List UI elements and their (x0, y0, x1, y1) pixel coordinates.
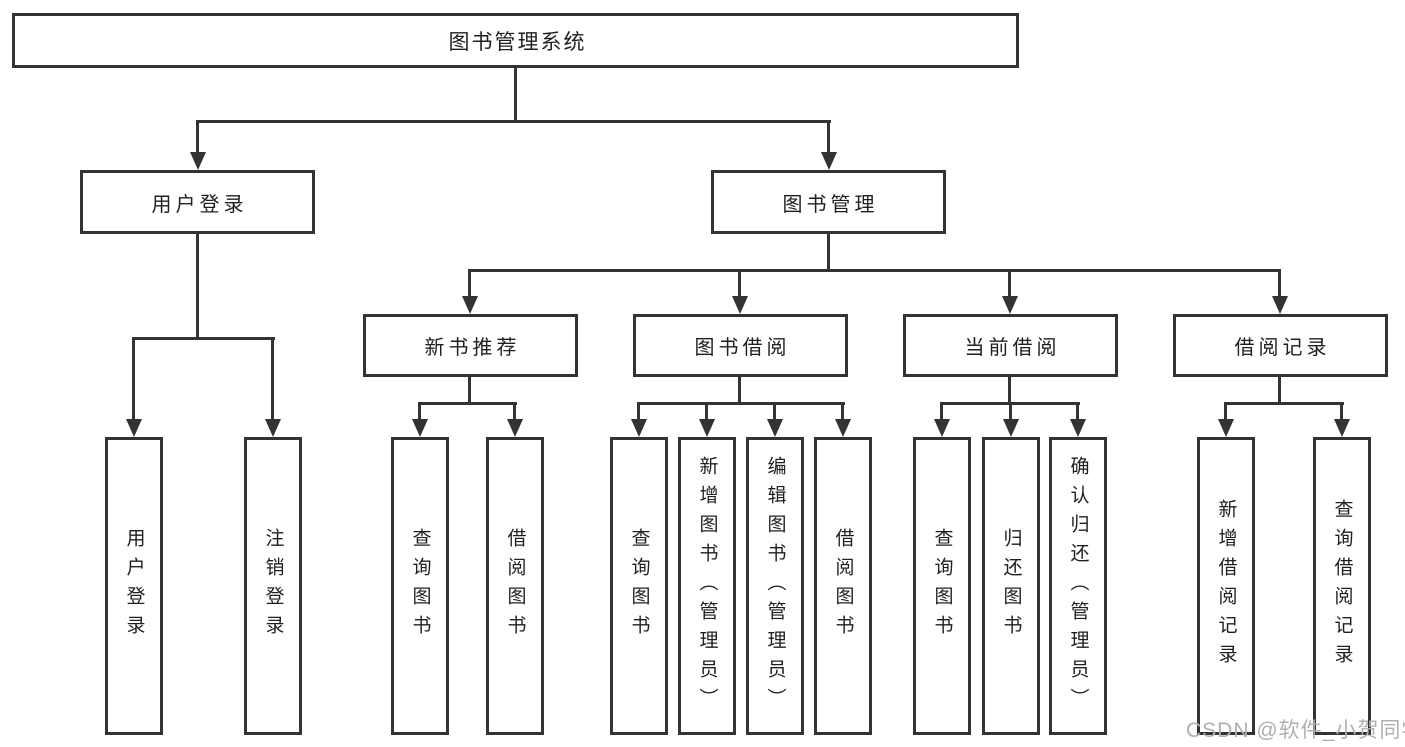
connector-line (1224, 402, 1344, 405)
leaf-label: 查询图书 (628, 528, 650, 644)
connector-line (637, 402, 845, 405)
connector-line (132, 337, 275, 340)
connector-line (1224, 402, 1227, 420)
leaf-add-borrow-record: 新增借阅记录 (1197, 437, 1255, 735)
arrow-down-icon (1003, 419, 1019, 437)
leaf-label: 查询图书 (409, 528, 431, 644)
leaf-label: 新增借阅记录 (1215, 499, 1237, 673)
leaf-label: 查询借阅记录 (1331, 499, 1353, 673)
connector-line (738, 376, 741, 405)
arrow-down-icon (1272, 296, 1288, 314)
connector-line (1278, 376, 1281, 405)
arrow-down-icon (699, 419, 715, 437)
node-current-borrow: 当前借阅 (903, 314, 1118, 377)
connector-line (1076, 402, 1079, 420)
connector-line (827, 120, 830, 154)
arrow-down-icon (126, 419, 142, 437)
leaf-add-books-admin: 新增图书（管理员） (678, 437, 736, 735)
node-book-management: 图书管理 (711, 170, 946, 234)
leaf-user-login: 用户登录 (105, 437, 163, 735)
arrow-down-icon (412, 419, 428, 437)
leaf-label: 归还图书 (1000, 528, 1022, 644)
arrow-down-icon (190, 152, 206, 170)
leaf-label: 用户登录 (123, 528, 145, 644)
leaf-label: 编辑图书（管理员） (764, 455, 786, 717)
leaf-logout: 注销登录 (244, 437, 302, 735)
arrow-down-icon (1070, 419, 1086, 437)
connector-line (514, 68, 517, 121)
connector-line (468, 376, 471, 405)
leaf-label: 确认归还（管理员） (1067, 455, 1089, 717)
arrow-down-icon (1002, 296, 1018, 314)
connector-line (773, 402, 776, 420)
leaf-label: 注销登录 (262, 528, 284, 644)
arrow-down-icon (1218, 419, 1234, 437)
connector-line (196, 234, 199, 338)
connector-line (1008, 269, 1011, 297)
arrow-down-icon (767, 419, 783, 437)
connector-line (637, 402, 640, 420)
connector-line (468, 269, 1281, 272)
arrow-down-icon (835, 419, 851, 437)
arrow-down-icon (462, 296, 478, 314)
node-book-borrow: 图书借阅 (633, 314, 848, 377)
connector-line (738, 269, 741, 297)
connector-line (1009, 402, 1012, 420)
leaf-query-books-recommend: 查询图书 (391, 437, 449, 735)
connector-line (132, 337, 135, 420)
node-user-login: 用户登录 (80, 170, 315, 234)
leaf-label: 借阅图书 (832, 528, 854, 644)
arrow-down-icon (732, 296, 748, 314)
node-root-library-system: 图书管理系统 (12, 13, 1019, 68)
leaf-return-books: 归还图书 (982, 437, 1040, 735)
node-new-book-recommend: 新书推荐 (363, 314, 578, 377)
arrow-down-icon (934, 419, 950, 437)
connector-line (1278, 269, 1281, 297)
leaf-edit-books-admin: 编辑图书（管理员） (746, 437, 804, 735)
connector-line (841, 402, 844, 420)
connector-line (418, 402, 517, 405)
leaf-borrow-books-recommend: 借阅图书 (486, 437, 544, 735)
leaf-borrow-books: 借阅图书 (814, 437, 872, 735)
connector-line (705, 402, 708, 420)
leaf-label: 查询图书 (931, 528, 953, 644)
connector-line (513, 402, 516, 420)
leaf-query-books-borrow: 查询图书 (610, 437, 668, 735)
connector-line (1008, 376, 1011, 405)
connector-line (1340, 402, 1343, 420)
connector-line (418, 402, 421, 420)
arrow-down-icon (1334, 419, 1350, 437)
leaf-confirm-return-admin: 确认归还（管理员） (1049, 437, 1107, 735)
connector-line (196, 120, 199, 154)
leaf-query-books-current: 查询图书 (913, 437, 971, 735)
arrow-down-icon (631, 419, 647, 437)
connector-line (827, 234, 830, 272)
csdn-watermark: CSDN @软件_小贺同学 (1186, 719, 1405, 742)
node-borrow-records: 借阅记录 (1173, 314, 1388, 377)
leaf-label: 借阅图书 (504, 528, 526, 644)
leaf-label: 新增图书（管理员） (696, 455, 718, 717)
connector-line (940, 402, 943, 420)
leaf-query-borrow-record: 查询借阅记录 (1313, 437, 1371, 735)
arrow-down-icon (265, 419, 281, 437)
connector-line (196, 120, 831, 123)
arrow-down-icon (821, 152, 837, 170)
arrow-down-icon (507, 419, 523, 437)
connector-line (468, 269, 471, 297)
connector-line (271, 337, 274, 420)
